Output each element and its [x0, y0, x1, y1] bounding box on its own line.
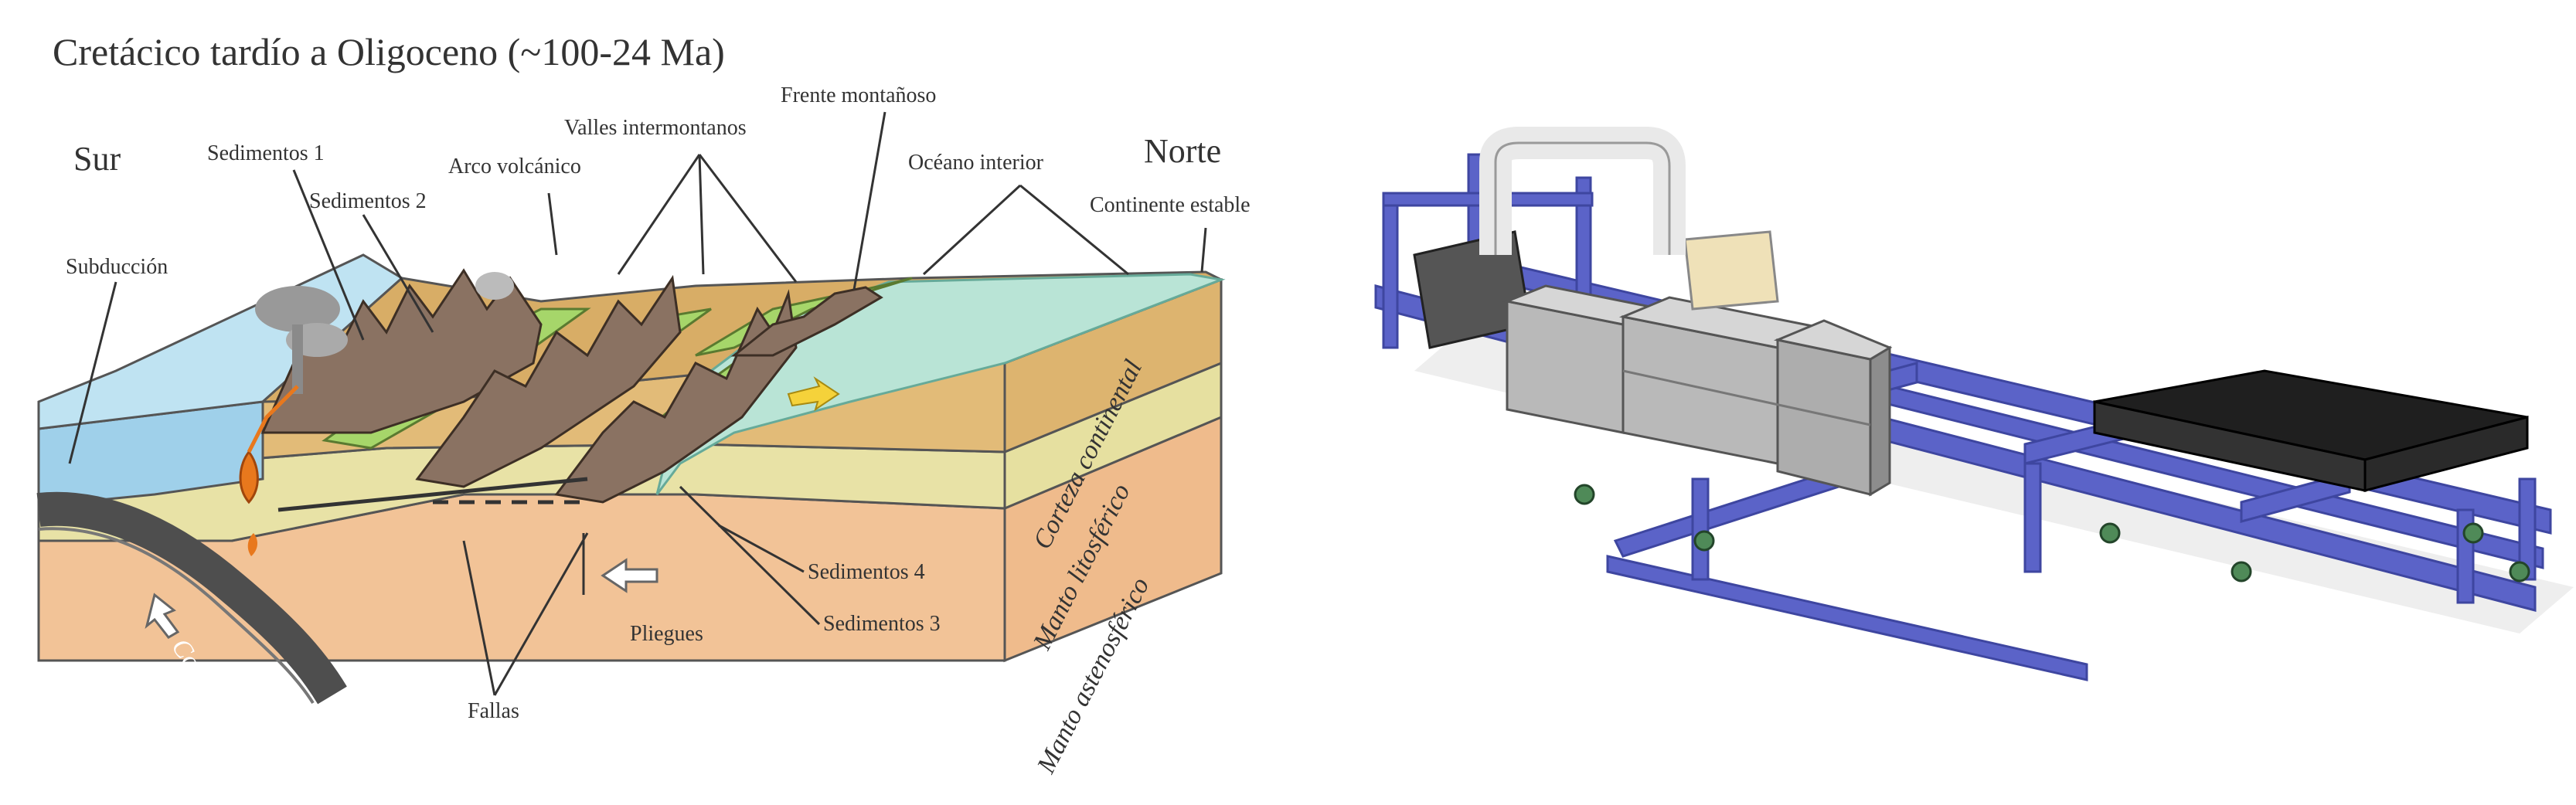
control-cabinet	[1683, 230, 1779, 311]
label-folds: Pliegues	[630, 622, 703, 646]
box-3-front	[1776, 338, 1872, 496]
frame-leg-1	[1691, 477, 1710, 581]
leader-continent	[1200, 227, 1207, 273]
leader-sediments1	[292, 169, 365, 341]
leader-arc	[547, 192, 558, 256]
leader-front	[852, 111, 886, 290]
label-sediments-3: Sedimentos 3	[823, 612, 941, 636]
leader-faults-a	[462, 540, 496, 696]
leader-lines	[68, 111, 1207, 696]
label-sediments-2: Sedimentos 2	[309, 189, 427, 213]
smoke-cloud-3	[475, 272, 514, 300]
label-intermontane-valleys: Valles intermontanos	[564, 116, 747, 140]
frame-cross-3	[2240, 471, 2351, 523]
leader-faults-b	[493, 532, 589, 696]
box-3-top	[1773, 319, 1893, 361]
oceanic-plate-edge	[38, 527, 315, 705]
box-3-side	[1869, 345, 1891, 497]
leader-sediments3	[679, 485, 821, 626]
frame-lower-rail	[1606, 555, 2088, 681]
label-sediments-4: Sedimentos 4	[808, 560, 925, 584]
wheel-assemblies	[1574, 484, 2530, 583]
leader-ocean-a	[922, 184, 1022, 276]
label-north: Norte	[1144, 132, 1222, 170]
wheel-5	[2462, 522, 2484, 544]
wheel-1	[1574, 484, 1595, 505]
leader-valleys-a	[617, 154, 701, 275]
exhaust-pipe-outline	[1494, 141, 1671, 255]
leader-sediments4	[718, 524, 805, 573]
leader-valleys-c	[698, 154, 798, 283]
mountain-range-2	[415, 274, 682, 488]
label-south: Sur	[73, 140, 121, 178]
oceanic-plate	[36, 491, 347, 705]
leader-ocean-b	[1019, 184, 1129, 276]
box-seam	[1622, 369, 1871, 426]
magma-drop	[247, 533, 258, 556]
tray-side	[2363, 416, 2529, 492]
diagram-title: Cretácico tardío a Oligoceno (~100-24 Ma…	[53, 30, 725, 73]
geology-block-diagram	[36, 111, 1226, 705]
wheel-2	[1693, 530, 1715, 552]
machine-illustration	[1374, 127, 2574, 681]
label-faults: Fallas	[468, 699, 519, 723]
leader-sediments2	[362, 214, 434, 333]
label-sediments-1: Sedimentos 1	[207, 141, 325, 165]
volcano-plume	[292, 324, 303, 394]
label-volcanic-arc: Arco volcánico	[448, 155, 581, 178]
label-stable-continent: Continente estable	[1090, 193, 1251, 217]
fault-line	[277, 477, 588, 512]
tower-post-1	[1382, 192, 1399, 349]
magma-conduit	[247, 385, 299, 453]
sediment-flow-arrow	[787, 376, 840, 412]
smoke-cloud-1	[255, 286, 340, 332]
process-boxes	[1502, 284, 1893, 497]
compression-arrow	[601, 558, 658, 593]
wheel-6	[2509, 561, 2530, 583]
label-interior-ocean: Océano interior	[908, 151, 1043, 175]
frame-leg-2	[2023, 462, 2042, 573]
wheel-4	[2231, 561, 2252, 583]
label-subduction: Subducción	[66, 255, 168, 279]
label-mountain-front: Frente montañoso	[781, 83, 937, 107]
frame-leg-4	[2518, 477, 2537, 581]
subduction-arrow	[145, 593, 180, 639]
leader-valleys-b	[698, 154, 705, 275]
leader-subduction	[68, 281, 117, 464]
mountain-range-4	[730, 286, 883, 357]
mountain-range-3	[554, 289, 798, 504]
wheel-3	[2099, 522, 2121, 544]
